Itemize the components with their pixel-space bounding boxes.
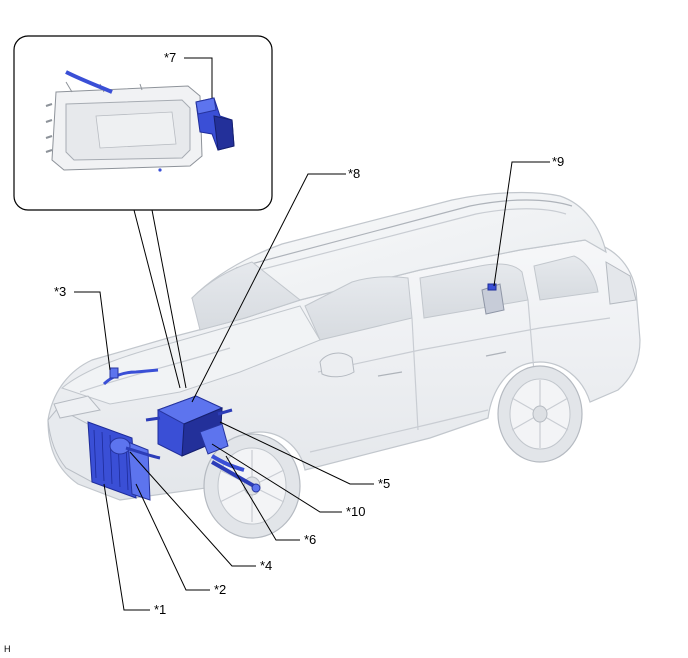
body-character-line	[317, 317, 611, 373]
component-6-shaft	[211, 460, 261, 493]
component-10-pipe	[210, 454, 245, 472]
tail-lamp	[605, 261, 637, 305]
rear-wheel	[497, 365, 583, 463]
roof-rail-inner	[243, 208, 567, 275]
headlamp	[53, 395, 101, 419]
callout-4: *4	[260, 558, 272, 573]
hood	[60, 305, 321, 405]
door-handle-rear	[485, 351, 507, 357]
component-5-unit	[199, 423, 229, 455]
quarter-window	[533, 255, 599, 301]
rocker-line	[309, 409, 489, 453]
door-seam-front	[411, 317, 419, 431]
callout-7: *7	[164, 50, 176, 65]
callout-6: *6	[304, 532, 316, 547]
detail-inset	[13, 35, 273, 211]
door-handle-front	[377, 371, 403, 377]
callout-9: *9	[552, 154, 564, 169]
callout-3: *3	[54, 284, 66, 299]
roof-rail	[235, 199, 573, 269]
front-side-window	[304, 276, 413, 341]
callout-8: *8	[348, 166, 360, 181]
callout-10: *10	[346, 504, 366, 519]
component-3-hose	[102, 367, 159, 386]
corner-mark: H	[4, 644, 11, 654]
component-9-unit	[481, 283, 505, 315]
callout-5: *5	[378, 476, 390, 491]
callout-1: *1	[154, 602, 166, 617]
side-mirror	[319, 352, 355, 378]
callout-2: *2	[214, 582, 226, 597]
component-4-hose	[109, 437, 161, 460]
door-seam-rear	[527, 299, 535, 373]
vehicle-roof	[190, 191, 607, 319]
leader-lines	[74, 57, 550, 611]
